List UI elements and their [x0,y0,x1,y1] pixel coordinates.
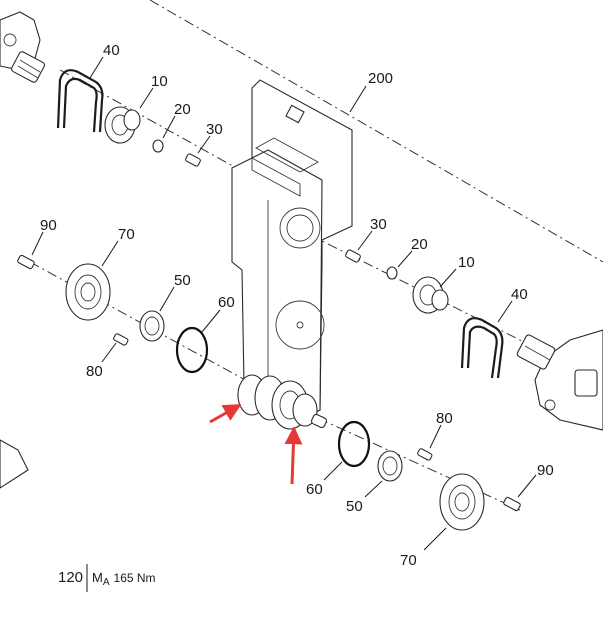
pin-left [113,333,129,346]
callout-pin-right: 80 [436,410,453,427]
washer-left [152,139,164,153]
callout-labels: 200 40 10 20 30 30 20 10 40 90 70 50 60 … [40,42,554,569]
callout-seal-left: 50 [174,272,191,289]
callout-chain-left: 40 [103,42,120,59]
washer-right [386,266,398,280]
gear-motor-left [0,11,46,83]
callout-flange-right: 70 [400,552,417,569]
sprocket-left [104,106,141,144]
bolt-right [503,496,521,512]
red-arrow-icon [284,426,303,485]
callout-flange-left: 70 [118,226,135,243]
callout-oring-left: 60 [218,294,235,311]
chain-right [460,317,504,379]
callout-screw-left: 30 [206,121,223,138]
torque-item-number: 120 [58,569,83,586]
callout-oring-right: 60 [306,481,323,498]
housing-edge-fragment [0,439,29,489]
flange-left [65,263,111,321]
screw-right [345,249,361,263]
gear-motor-right [516,329,603,431]
callout-screw-right: 30 [370,216,387,233]
frame-bracket [231,79,353,421]
callout-washer-right: 20 [411,236,428,253]
callout-pin-left: 80 [86,363,103,380]
flange-right [439,473,485,531]
callout-bolt-right: 90 [537,462,554,479]
callout-bolt-left: 90 [40,217,57,234]
seal-left [139,310,165,342]
indicator-arrows [209,403,303,485]
oring-right [337,420,371,468]
screw-left [185,153,201,167]
chain-left [56,69,104,133]
bolt-left [17,254,35,270]
oring-left [175,326,209,374]
leader-lines [31,56,537,551]
callout-seal-right: 50 [346,498,363,515]
lower-right-axis-line [299,409,521,511]
pin-right [417,448,433,461]
callout-washer-left: 20 [174,101,191,118]
callout-sprocket-right: 10 [458,254,475,271]
seal-right [377,450,403,482]
red-arrow-icon [209,403,242,424]
frame-axis-line [149,0,603,263]
sprocket-right [412,276,449,314]
callout-frame: 200 [368,70,393,87]
callout-sprocket-left: 10 [151,73,168,90]
callout-chain-right: 40 [511,286,528,303]
lower-shaft-assembly [237,374,328,430]
